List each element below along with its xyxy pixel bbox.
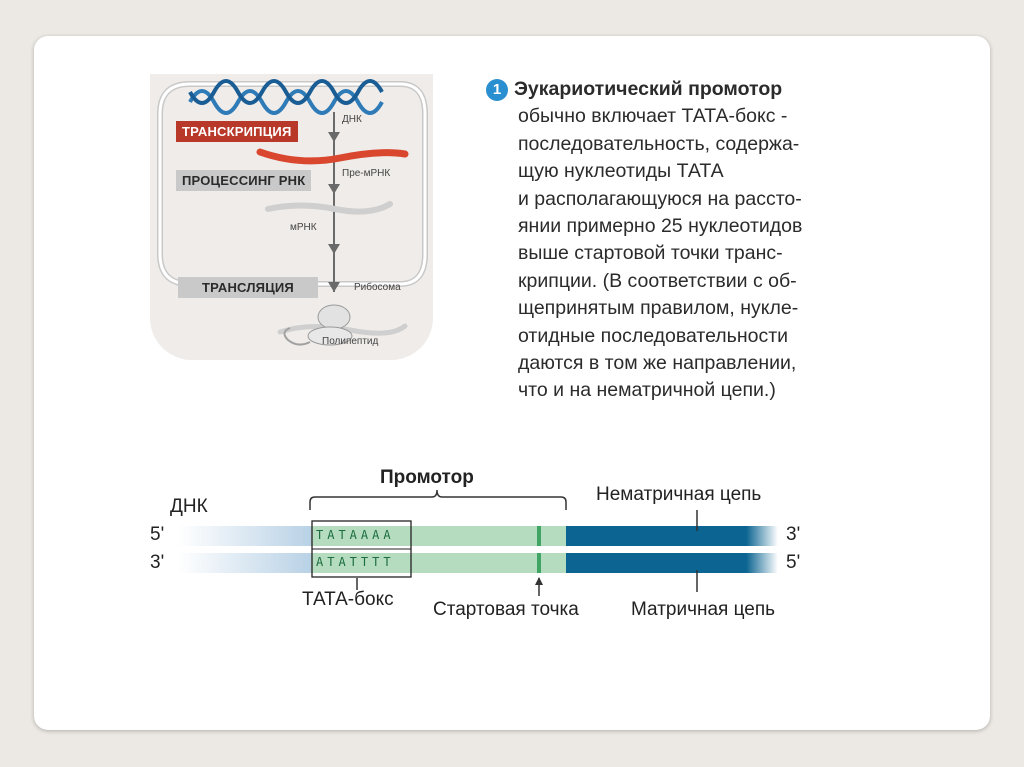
bottom-strand-gene (566, 553, 778, 573)
nontemplate-strand-label: Нематричная цепь (596, 484, 761, 506)
start-point-mark-top (537, 526, 541, 546)
bottom-strand-upstream (178, 553, 311, 573)
dna-label: ДНК (170, 496, 208, 518)
top-strand-gene (566, 526, 778, 546)
five-prime-right: 5' (786, 552, 800, 574)
promoter-bracket (310, 490, 566, 510)
three-prime-left: 3' (150, 552, 164, 574)
promoter-label: Промотор (380, 467, 474, 489)
top-strand-upstream (178, 526, 311, 546)
three-prime-right: 3' (786, 524, 800, 546)
five-prime-left: 5' (150, 524, 164, 546)
start-point-mark-bottom (537, 553, 541, 573)
start-point-label: Стартовая точка (433, 599, 579, 621)
bottom-sequence: ATATTTT (316, 555, 395, 569)
template-strand-label: Матричная цепь (631, 599, 775, 621)
tata-box-label: ТАТА-бокс (302, 589, 394, 611)
top-sequence: TATAAAA (316, 528, 395, 542)
